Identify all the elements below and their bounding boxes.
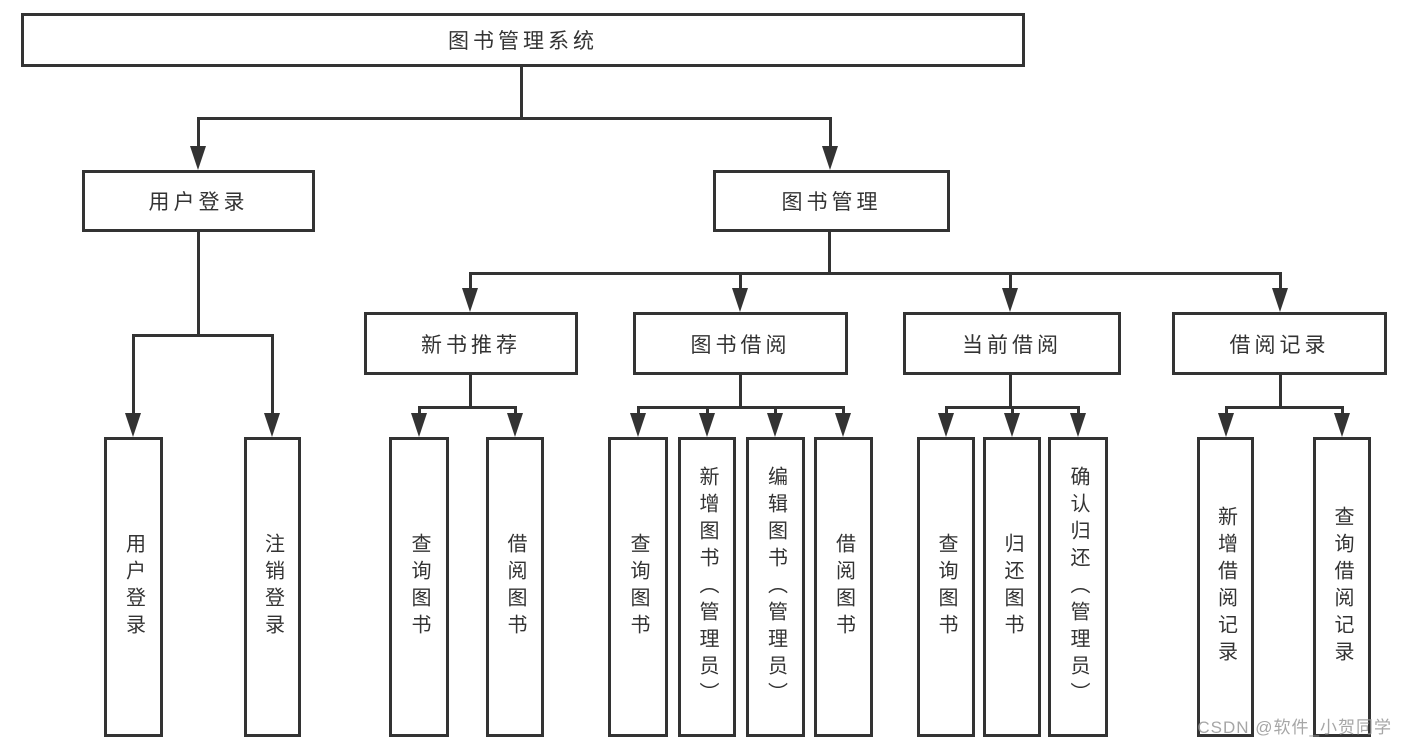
node-label: 图书管理系统: [448, 30, 598, 53]
connector-line: [196, 117, 200, 150]
connector-line: [520, 67, 523, 120]
connector-line: [131, 334, 135, 417]
node-label: 用户登录: [122, 533, 145, 641]
arrowhead-down-icon: [1272, 288, 1288, 312]
arrowhead-down-icon: [630, 413, 646, 437]
node-label: 查询图书: [935, 533, 957, 641]
connector-line: [1076, 406, 1080, 417]
arrowhead-down-icon: [1334, 413, 1350, 437]
node-label: 查询图书: [408, 533, 430, 641]
arrowhead-down-icon: [732, 288, 748, 312]
arrowhead-down-icon: [462, 288, 478, 312]
connector-line: [828, 232, 831, 275]
node-label: 借阅图书: [504, 533, 526, 641]
arrowhead-down-icon: [507, 413, 523, 437]
connector-line: [1278, 272, 1282, 292]
connector-line: [131, 334, 274, 337]
arrowhead-down-icon: [1004, 413, 1020, 437]
connector-line: [468, 272, 472, 292]
connector-line: [468, 272, 1282, 275]
leaf-recommend-borrow-books: 借阅图书: [486, 437, 544, 737]
node-book-borrowing: 图书借阅: [633, 312, 848, 375]
connector-line: [468, 375, 472, 409]
connector-line: [828, 117, 832, 150]
arrowhead-down-icon: [1070, 413, 1086, 437]
node-library-management-system: 图书管理系统: [21, 13, 1025, 67]
node-borrowing-records: 借阅记录: [1172, 312, 1387, 375]
leaf-current-return-books: 归还图书: [983, 437, 1041, 737]
connector-line: [1008, 272, 1012, 292]
node-book-management: 图书管理: [713, 170, 950, 232]
arrowhead-down-icon: [835, 413, 851, 437]
leaf-current-query-books: 查询图书: [917, 437, 975, 737]
connector-line: [513, 406, 517, 417]
node-label: 确认归还（管理员）: [1067, 465, 1089, 709]
connector-line: [1340, 406, 1344, 417]
leaf-logout-login: 注销登录: [244, 437, 301, 737]
connector-line: [1224, 406, 1343, 409]
leaf-records-query-borrow-record: 查询借阅记录: [1313, 437, 1371, 737]
node-current-borrowing: 当前借阅: [903, 312, 1121, 375]
node-label: 查询借阅记录: [1331, 506, 1353, 668]
node-label: 图书管理: [781, 191, 882, 214]
arrowhead-down-icon: [767, 413, 783, 437]
connector-line: [636, 406, 845, 409]
leaf-user-login: 用户登录: [104, 437, 163, 737]
node-label: 当前借阅: [962, 333, 1062, 357]
connector-line: [196, 232, 200, 337]
node-label: 用户登录: [148, 191, 249, 214]
node-label: 借阅记录: [1229, 333, 1330, 357]
node-label: 编辑图书（管理员）: [764, 465, 787, 709]
connector-line: [705, 406, 709, 417]
arrowhead-down-icon: [1002, 288, 1018, 312]
arrowhead-down-icon: [125, 413, 141, 437]
leaf-records-add-borrow-record: 新增借阅记录: [1197, 437, 1254, 737]
csdn-watermark: CSDN @软件_小贺同学: [1197, 718, 1392, 737]
connector-line: [1278, 375, 1282, 409]
leaf-recommend-query-books: 查询图书: [389, 437, 449, 737]
connector-line: [738, 375, 742, 409]
leaf-borrowing-edit-books-admin: 编辑图书（管理员）: [746, 437, 805, 737]
connector-line: [417, 406, 517, 409]
connector-line: [738, 272, 742, 292]
node-label: 注销登录: [261, 533, 284, 641]
node-user-login: 用户登录: [82, 170, 315, 232]
node-label: 新增借阅记录: [1214, 506, 1237, 668]
arrowhead-down-icon: [822, 146, 838, 170]
connector-line: [196, 117, 832, 120]
leaf-current-confirm-return-admin: 确认归还（管理员）: [1048, 437, 1108, 737]
node-label: 图书借阅: [690, 333, 791, 357]
arrowhead-down-icon: [264, 413, 280, 437]
node-label: 新书推荐: [421, 333, 521, 357]
leaf-borrowing-query-books: 查询图书: [608, 437, 668, 737]
connector-line: [841, 406, 845, 417]
connector-line: [773, 406, 777, 417]
connector-line: [1224, 406, 1228, 417]
connector-line: [1010, 406, 1014, 417]
leaf-borrowing-borrow-books: 借阅图书: [814, 437, 873, 737]
arrowhead-down-icon: [411, 413, 427, 437]
connector-line: [270, 334, 274, 417]
arrowhead-down-icon: [1218, 413, 1234, 437]
arrowhead-down-icon: [190, 146, 206, 170]
arrowhead-down-icon: [699, 413, 715, 437]
node-label: 借阅图书: [832, 533, 855, 641]
node-label: 归还图书: [1001, 533, 1023, 641]
leaf-borrowing-add-books-admin: 新增图书（管理员）: [678, 437, 736, 737]
node-new-book-recommendation: 新书推荐: [364, 312, 578, 375]
node-label: 新增图书（管理员）: [696, 465, 718, 709]
connector-line: [944, 406, 948, 417]
connector-line: [417, 406, 421, 417]
node-label: 查询图书: [627, 533, 649, 641]
connector-line: [1008, 375, 1012, 409]
arrowhead-down-icon: [938, 413, 954, 437]
connector-line: [636, 406, 640, 417]
